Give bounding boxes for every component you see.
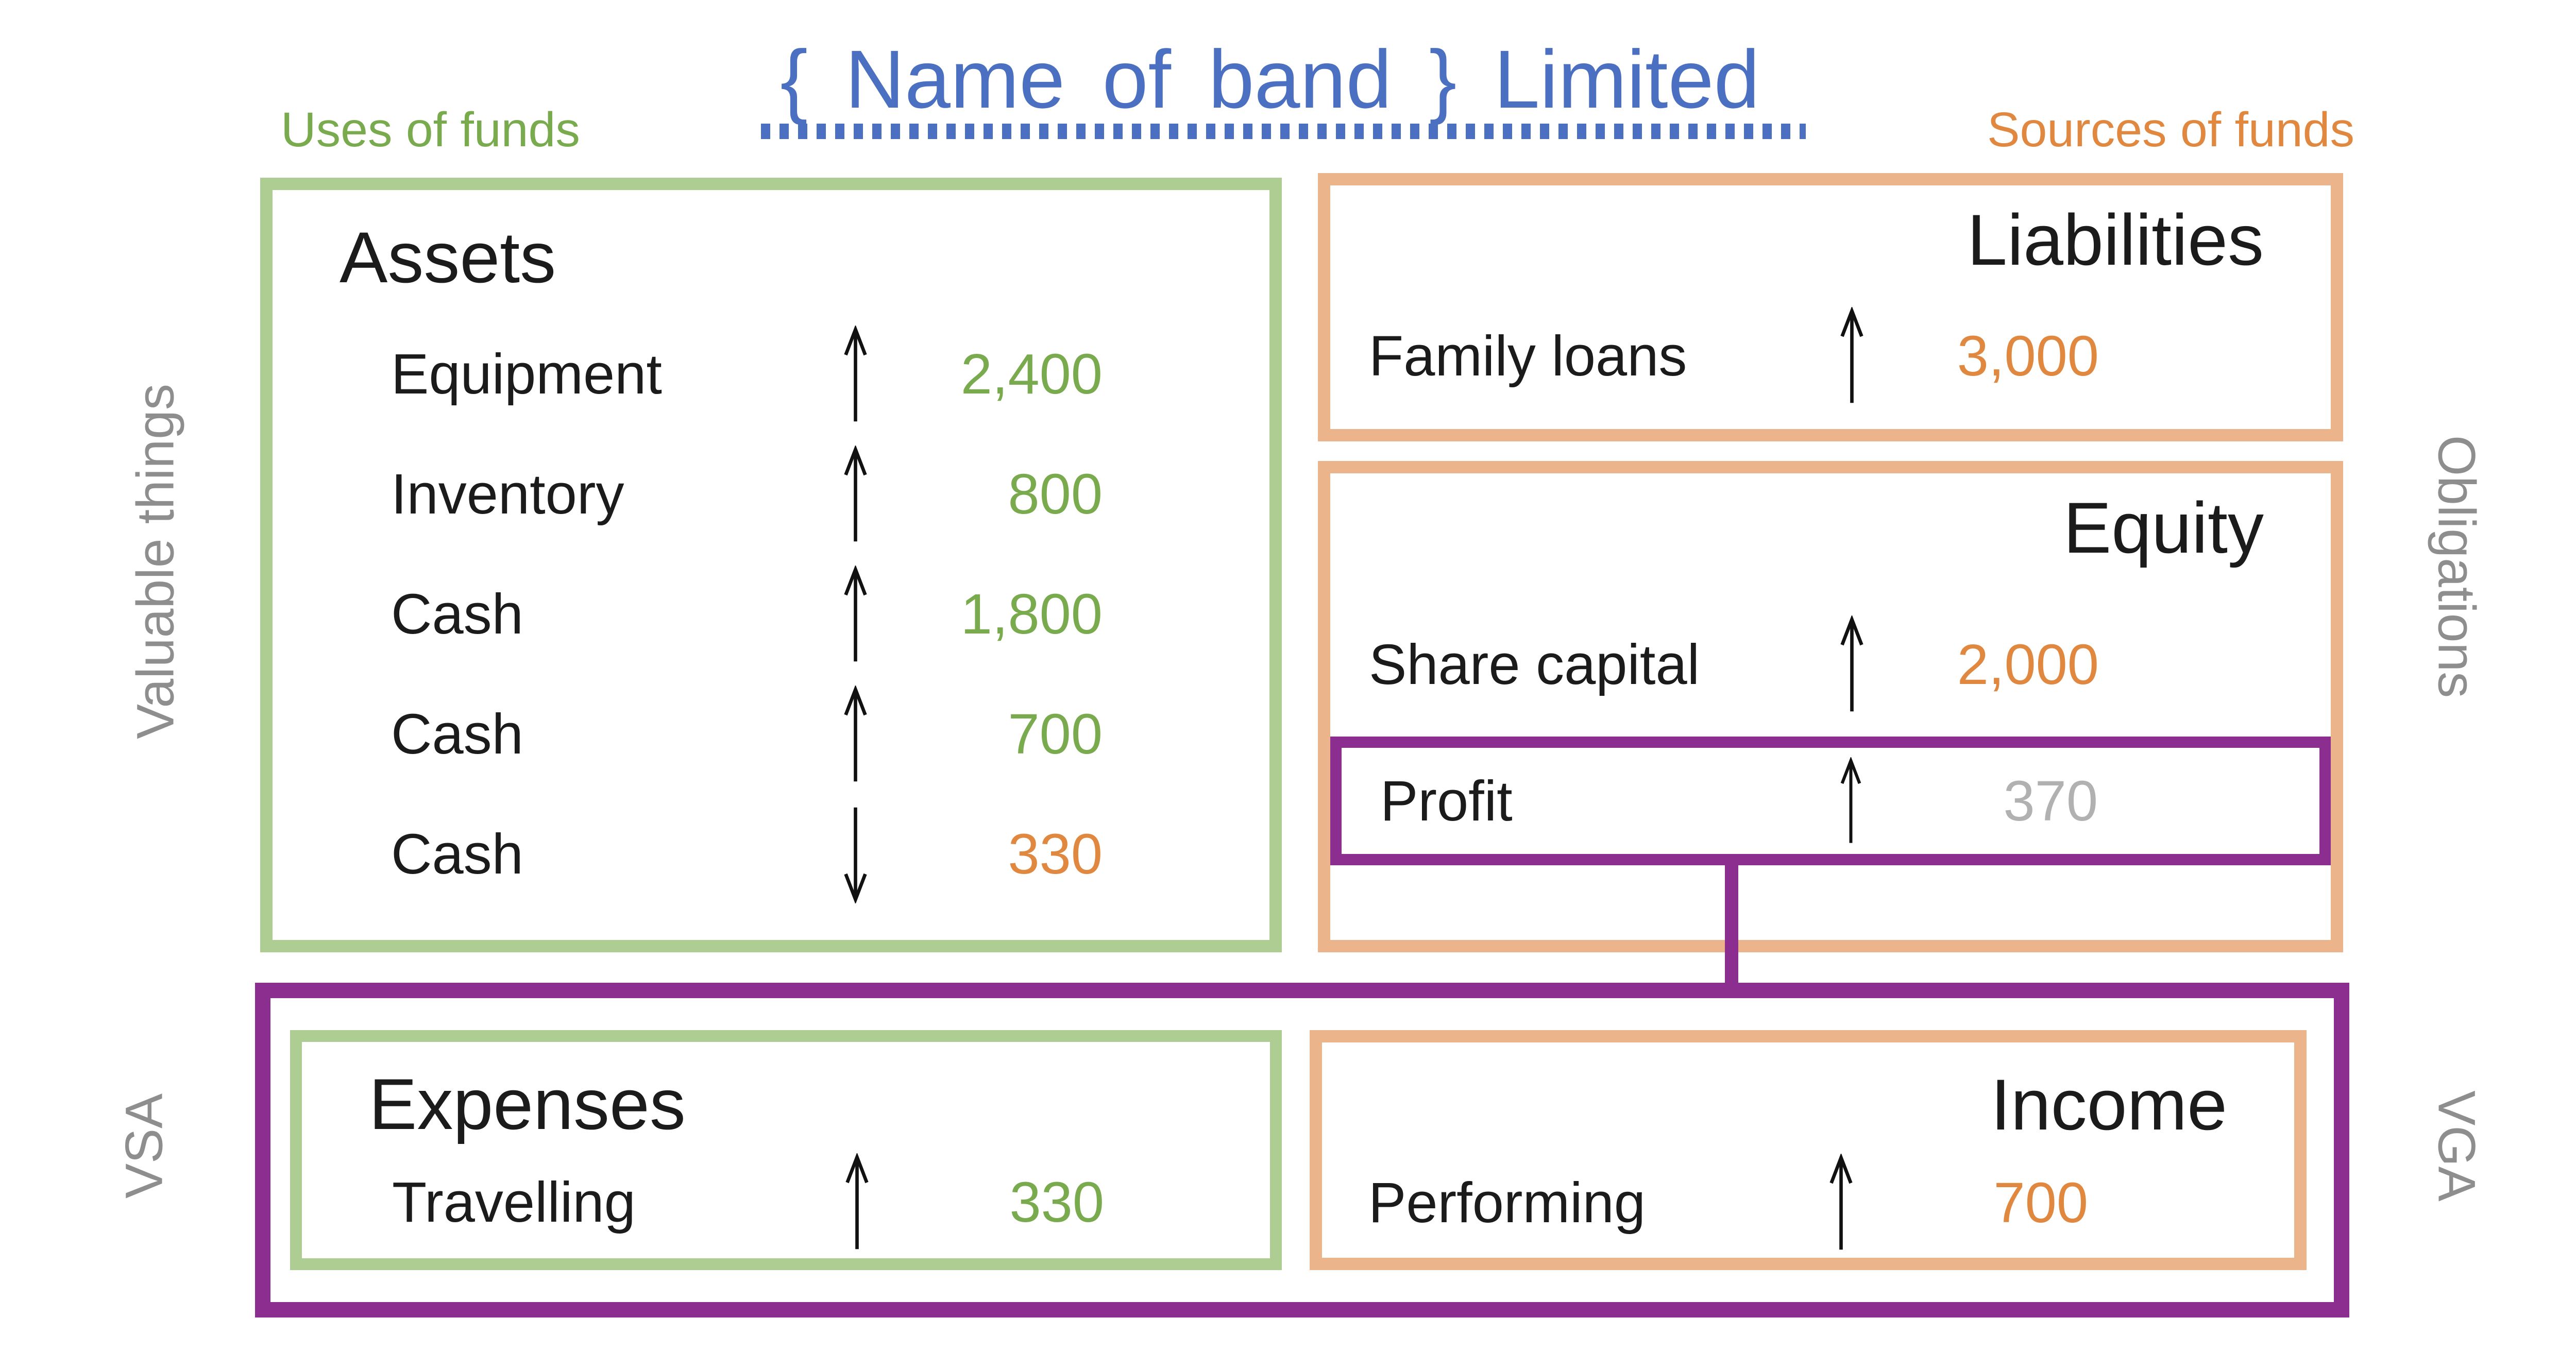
row-share-capital: Share capital 2,000: [1330, 608, 2331, 721]
row-value: 330: [1009, 1170, 1104, 1234]
row-label: Travelling: [392, 1170, 636, 1234]
row-value: 2,400: [960, 343, 1103, 406]
uses-of-funds-label: Uses of funds: [281, 102, 580, 157]
vga-label: VGA: [2427, 1090, 2486, 1202]
row-label: Cash: [391, 703, 523, 766]
expenses-heading: Expenses: [369, 1064, 686, 1144]
row-cash-1: Cash 1,800: [273, 554, 1269, 674]
row-label: Cash: [391, 583, 523, 646]
row-family-loans: Family loans 3,000: [1330, 299, 2331, 413]
row-label: Cash: [391, 823, 523, 886]
valuable-things-label: Valuable things: [126, 384, 185, 739]
row-label: Profit: [1380, 769, 1513, 833]
up-arrow-icon: [824, 325, 886, 423]
up-arrow-icon: [824, 685, 886, 783]
up-arrow-icon: [824, 565, 886, 663]
up-arrow-icon: [1821, 307, 1883, 405]
row-label: Share capital: [1369, 632, 1700, 696]
obligations-label: Obligations: [2427, 435, 2486, 698]
equity-heading: Equity: [2063, 487, 2264, 568]
row-cash-2: Cash 700: [273, 674, 1269, 794]
profit-box: Profit 370: [1330, 737, 2331, 865]
down-arrow-icon: [824, 806, 886, 903]
row-label: Inventory: [391, 463, 624, 526]
row-value: 700: [1008, 703, 1103, 766]
row-value: 330: [1008, 823, 1103, 886]
liabilities-box: Liabilities Family loans 3,000: [1318, 173, 2343, 441]
title-underline: [761, 124, 1806, 139]
row-label: Performing: [1368, 1171, 1646, 1235]
vsa-label: VSA: [114, 1093, 174, 1199]
row-profit: Profit 370: [1342, 748, 2319, 854]
row-cash-3: Cash 330: [273, 794, 1269, 914]
row-travelling: Travelling 330: [302, 1145, 1270, 1259]
up-arrow-icon: [826, 1153, 888, 1251]
profit-connector-line: [1725, 859, 1738, 1001]
liabilities-heading: Liabilities: [1967, 199, 2264, 280]
up-arrow-icon: [824, 445, 886, 543]
assets-heading: Assets: [340, 217, 556, 298]
row-value: 3,000: [1957, 324, 2099, 388]
row-value: 370: [2003, 769, 2098, 833]
income-heading: Income: [1990, 1064, 2227, 1145]
income-box: Income Performing 700: [1310, 1030, 2307, 1270]
equity-box: Equity Share capital 2,000 Profit 370: [1318, 461, 2343, 952]
row-label: Equipment: [391, 343, 662, 406]
up-arrow-icon: [1810, 1154, 1872, 1252]
up-arrow-icon: [1820, 757, 1882, 845]
assets-rows: Equipment 2,400 Inventory 800 Cash 1,800: [273, 314, 1269, 914]
row-label: Family loans: [1369, 324, 1687, 388]
assets-box: Assets Equipment 2,400 Inventory 800 Cas…: [260, 178, 1282, 952]
row-value: 1,800: [960, 583, 1103, 646]
profit-and-loss-panel: Expenses Travelling 330 Income Performin…: [255, 983, 2349, 1317]
page-title: { Name of band } Limited: [780, 33, 1760, 125]
row-value: 2,000: [1957, 632, 2099, 696]
row-performing: Performing 700: [1322, 1146, 2294, 1259]
row-value: 700: [1993, 1171, 2088, 1235]
up-arrow-icon: [1821, 615, 1883, 713]
expenses-box: Expenses Travelling 330: [290, 1030, 1282, 1270]
sources-of-funds-label: Sources of funds: [1987, 102, 2354, 157]
row-inventory: Inventory 800: [273, 434, 1269, 554]
row-value: 800: [1008, 463, 1103, 526]
row-equipment: Equipment 2,400: [273, 314, 1269, 434]
